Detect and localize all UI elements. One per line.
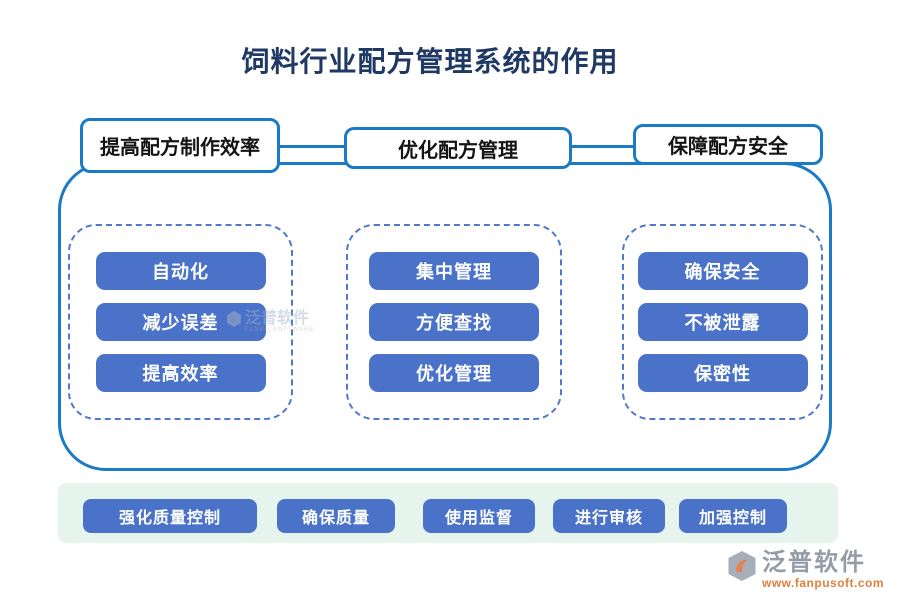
feature-pill: 集中管理 xyxy=(369,252,539,290)
bottom-pill-label: 进行审核 xyxy=(574,510,643,527)
dashed-group-management: 集中管理 方便查找 优化管理 xyxy=(346,224,562,420)
feature-pill: 自动化 xyxy=(95,252,266,290)
header-box-security-label: 保障配方安全 xyxy=(668,136,788,158)
dashed-group-security: 确保安全 不被泄露 保密性 xyxy=(622,224,823,420)
feature-pill-label: 自动化 xyxy=(152,262,209,282)
feature-pill-label: 优化管理 xyxy=(416,364,492,384)
bottom-pill-label: 确保质量 xyxy=(301,510,370,527)
page-title: 饲料行业配方管理系统的作用 xyxy=(241,46,619,77)
feature-pill: 确保安全 xyxy=(637,252,808,290)
feature-pill-label: 不被泄露 xyxy=(684,313,761,333)
bottom-pill-label: 强化质量控制 xyxy=(118,510,221,527)
bottom-pill: 强化质量控制 xyxy=(83,499,257,533)
feature-pill: 不被泄露 xyxy=(637,303,808,341)
header-box-security: 保障配方安全 xyxy=(633,124,823,165)
feature-pill: 保密性 xyxy=(637,354,808,392)
feature-pill: 提高效率 xyxy=(95,354,266,392)
bottom-pill-label: 加强控制 xyxy=(698,510,767,527)
vendor-logo: 泛普软件 www.fanpusoft.com xyxy=(726,550,884,590)
header-box-management-label: 优化配方管理 xyxy=(398,139,518,162)
bottom-pill: 确保质量 xyxy=(277,499,395,533)
bottom-bar: 强化质量控制 确保质量 使用监督 进行审核 加强控制 xyxy=(58,483,838,543)
feature-pill-label: 减少误差 xyxy=(142,313,219,333)
bottom-pill: 加强控制 xyxy=(679,499,787,533)
feature-pill-label: 集中管理 xyxy=(416,262,492,282)
feature-pill-label: 提高效率 xyxy=(142,364,219,384)
vendor-logo-icon xyxy=(728,551,756,581)
bottom-pill: 使用监督 xyxy=(423,499,535,533)
feature-pill-label: 确保安全 xyxy=(684,262,761,282)
header-box-management: 优化配方管理 xyxy=(344,127,572,169)
dashed-group-efficiency: 自动化 减少误差 提高效率 xyxy=(68,224,293,420)
vendor-name: 泛普软件 xyxy=(762,549,866,576)
bottom-pill-label: 使用监督 xyxy=(444,510,513,527)
connector-line-2 xyxy=(570,145,635,148)
feature-pill-label: 保密性 xyxy=(694,364,751,384)
feature-pill-label: 方便查找 xyxy=(416,313,492,333)
vendor-url: www.fanpusoft.com xyxy=(762,576,885,590)
feature-pill: 方便查找 xyxy=(369,303,539,341)
connector-line-1 xyxy=(278,145,345,148)
bottom-pill: 进行审核 xyxy=(553,499,665,533)
feature-pill: 减少误差 xyxy=(95,303,266,341)
feature-pill: 优化管理 xyxy=(369,354,539,392)
header-box-efficiency-label: 提高配方制作效率 xyxy=(100,137,260,159)
header-box-efficiency: 提高配方制作效率 xyxy=(80,118,280,173)
